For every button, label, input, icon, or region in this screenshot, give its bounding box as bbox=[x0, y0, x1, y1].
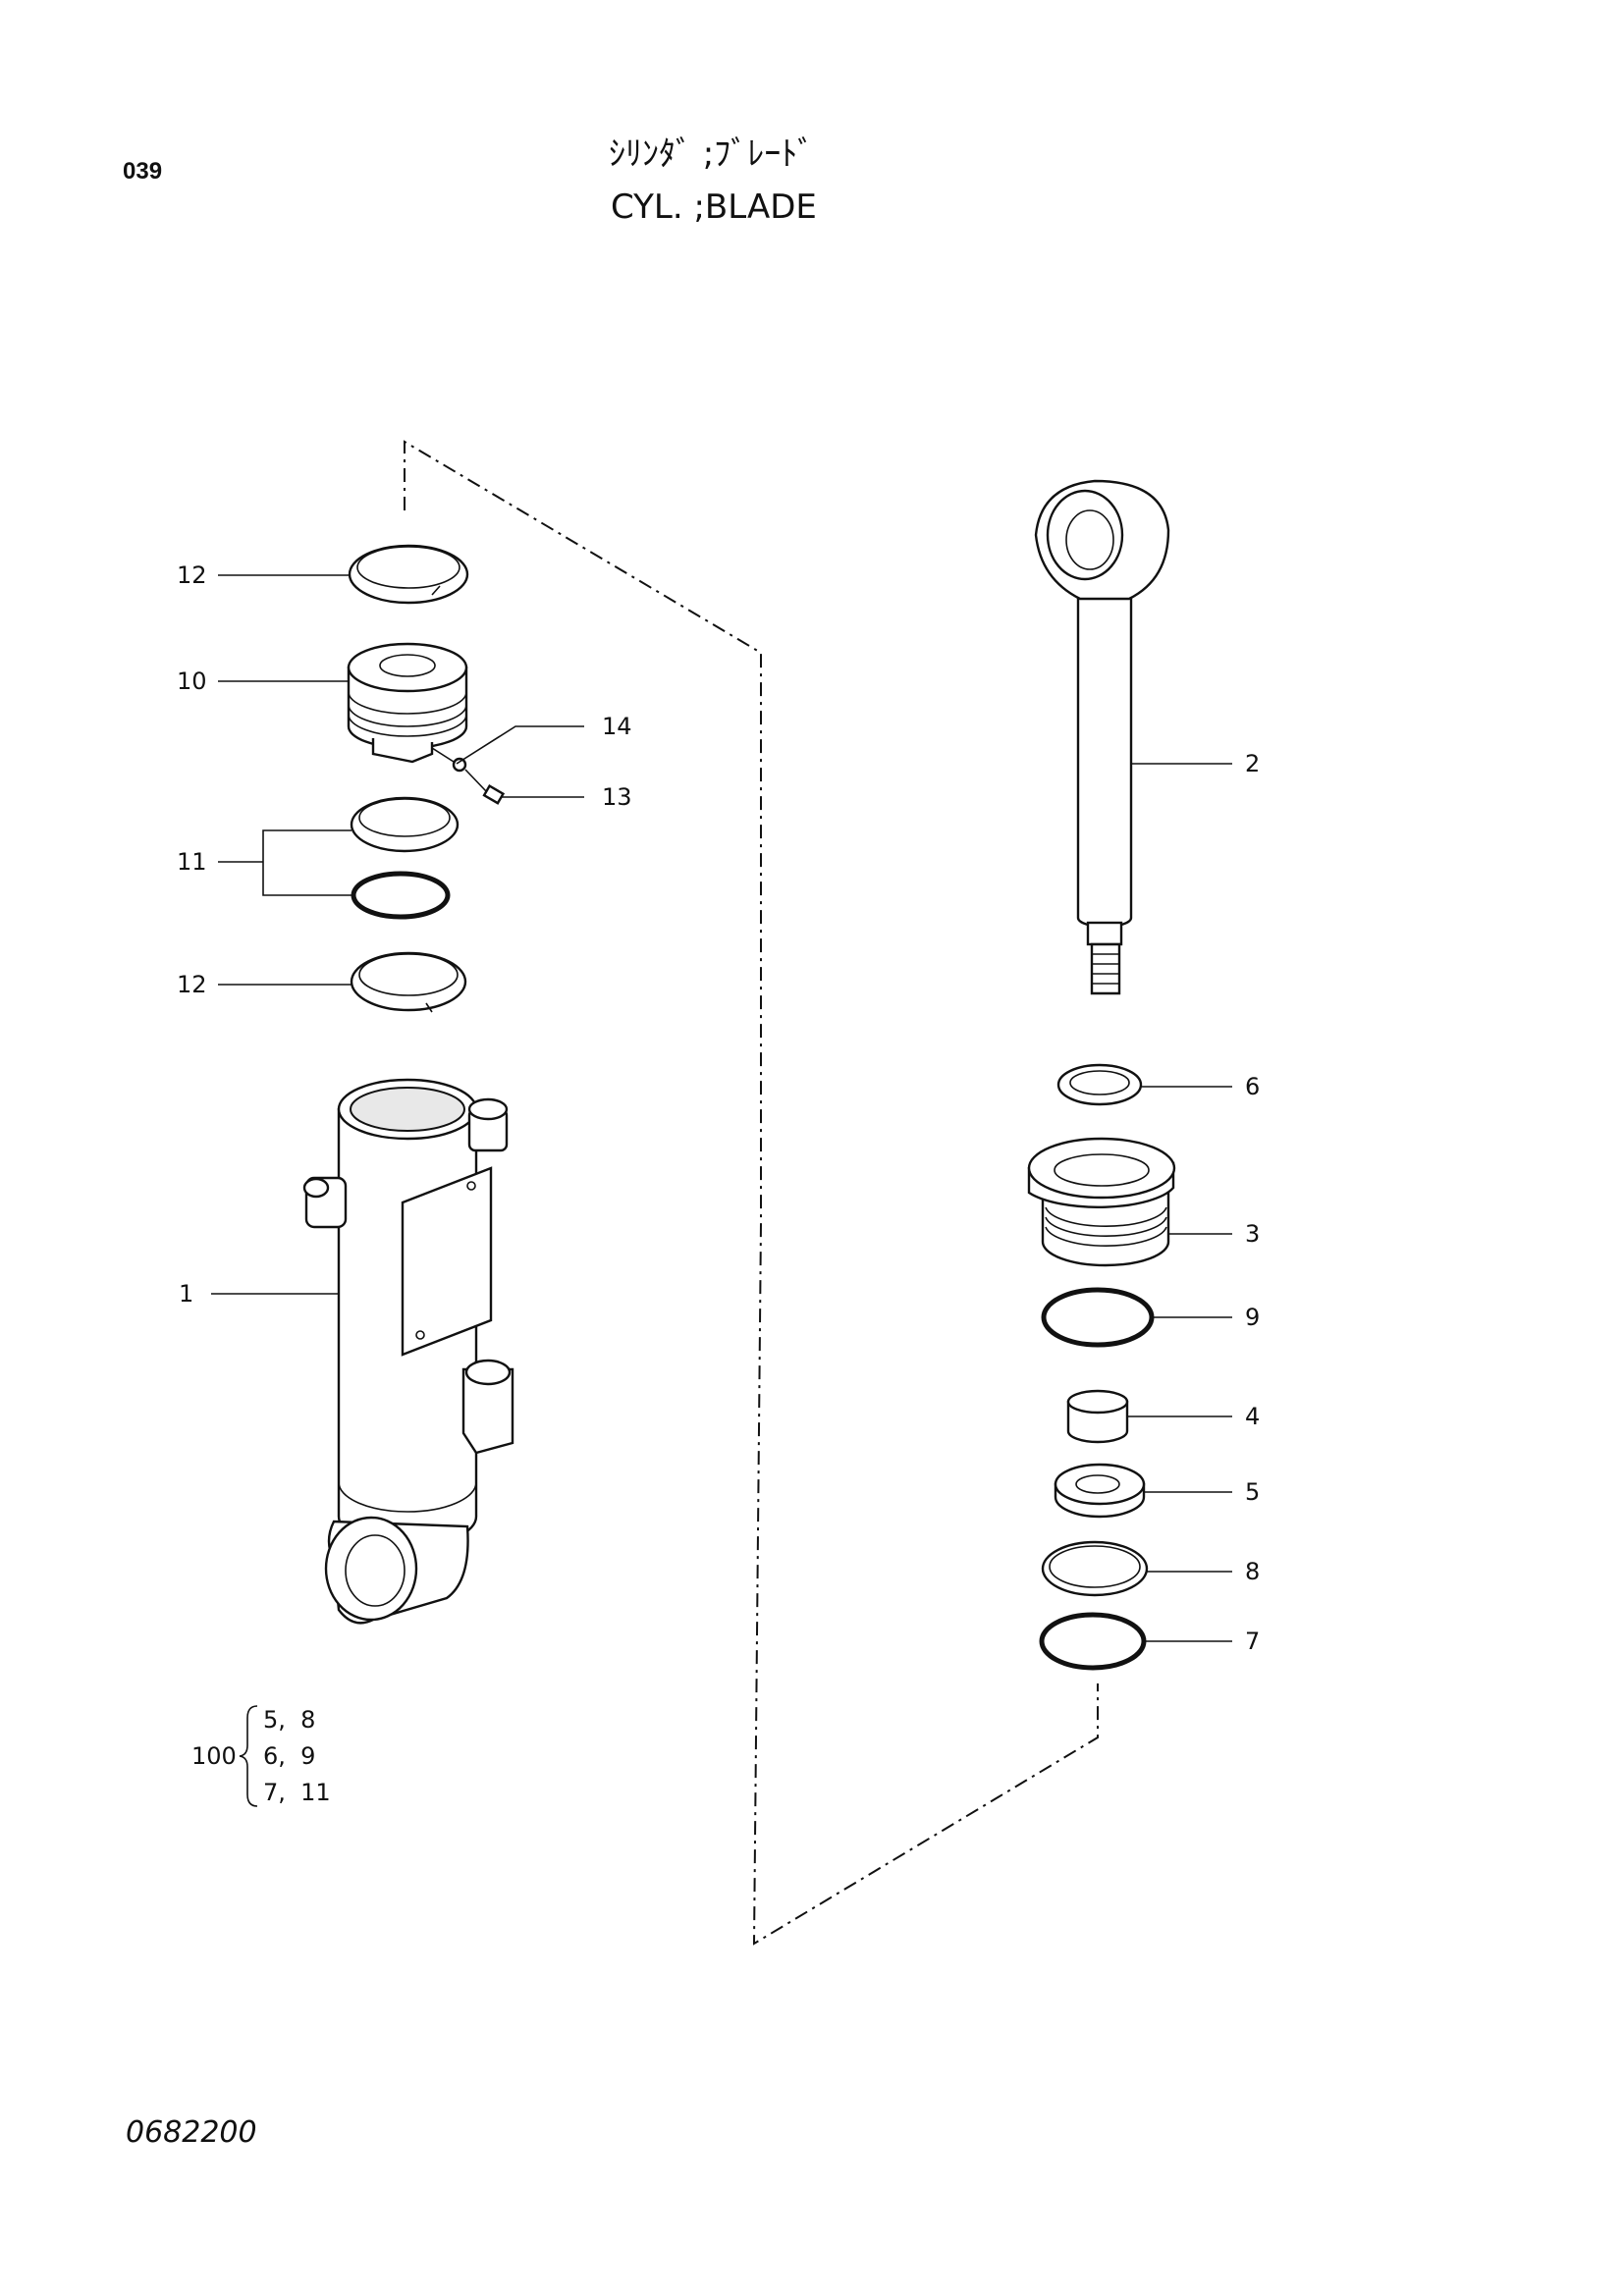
part-12-wear-ring-upper bbox=[348, 544, 469, 605]
part-4-bushing bbox=[1066, 1389, 1129, 1444]
part-3-cylinder-head bbox=[1027, 1137, 1176, 1267]
title-japanese: ｼﾘﾝﾀﾞ ;ﾌﾞﾚｰﾄﾞ bbox=[609, 134, 814, 174]
callout-2: 2 bbox=[1245, 750, 1260, 777]
callout-12-lower: 12 bbox=[177, 971, 207, 998]
part-13-set-screw bbox=[464, 769, 506, 805]
kit-row-1: 5, 8 bbox=[263, 1706, 315, 1734]
kit-row-2: 6, 9 bbox=[263, 1742, 315, 1770]
part-7-o-ring bbox=[1039, 1612, 1147, 1671]
part-12-wear-ring-lower bbox=[350, 951, 467, 1013]
part-6-dust-seal bbox=[1056, 1063, 1143, 1106]
callout-1: 1 bbox=[179, 1280, 193, 1308]
callout-7: 7 bbox=[1245, 1628, 1260, 1655]
kit-number: 100 bbox=[191, 1742, 237, 1770]
kit-100-group: 100 5, 8 6, 9 7, 11 bbox=[191, 1705, 331, 1807]
part-1-cylinder-tube bbox=[302, 1078, 514, 1625]
part-10-piston bbox=[347, 642, 468, 764]
part-2-piston-rod bbox=[1034, 479, 1170, 995]
part-9-o-ring bbox=[1041, 1287, 1155, 1348]
callout-10: 10 bbox=[177, 667, 207, 695]
kit-brace bbox=[239, 1705, 258, 1807]
callout-13: 13 bbox=[602, 783, 632, 811]
callout-9: 9 bbox=[1245, 1304, 1260, 1331]
callout-4: 4 bbox=[1245, 1403, 1260, 1430]
callout-6: 6 bbox=[1245, 1073, 1260, 1100]
drawing-number: 0682200 bbox=[126, 2115, 257, 2150]
kit-row-3: 7, 11 bbox=[263, 1779, 331, 1806]
callout-3: 3 bbox=[1245, 1220, 1260, 1248]
callout-14: 14 bbox=[602, 713, 632, 740]
part-5-buffer-ring bbox=[1054, 1463, 1146, 1519]
callout-11: 11 bbox=[177, 848, 207, 876]
part-11-o-ring bbox=[351, 871, 451, 920]
assembly-dashed-line bbox=[404, 440, 1099, 1946]
part-14-ball bbox=[431, 747, 467, 773]
callout-8: 8 bbox=[1245, 1558, 1260, 1585]
page-number: 039 bbox=[123, 158, 162, 185]
leader-lines bbox=[211, 574, 1232, 1642]
part-11-slipper-ring bbox=[350, 796, 460, 853]
title-english: CYL. ;BLADE bbox=[611, 187, 817, 227]
callout-5: 5 bbox=[1245, 1478, 1260, 1506]
part-8-backup-ring bbox=[1041, 1540, 1149, 1597]
callout-12-upper: 12 bbox=[177, 561, 207, 589]
